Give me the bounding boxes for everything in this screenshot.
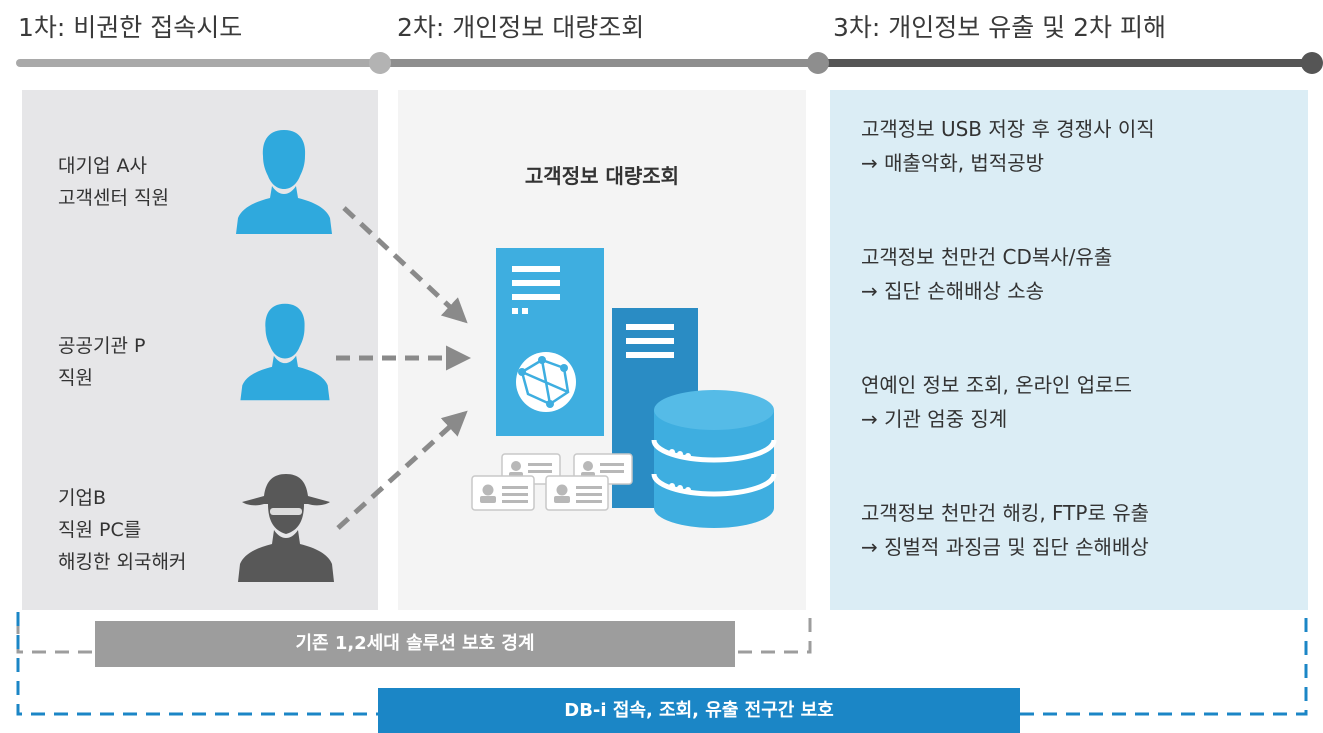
phase-1-label: 1차: 비권한 접속시도 (18, 13, 243, 42)
outcome-result: → 매출악화, 법적공방 (861, 151, 1045, 175)
database-icon (651, 390, 777, 528)
legacy-protection-bar: 기존 1,2세대 솔루션 보호 경계 (95, 621, 735, 667)
dbi-boundary-right (1020, 610, 1308, 716)
phase-3-label: 3차: 개인정보 유출 및 2차 피해 (833, 13, 1166, 42)
outcome-result: → 집단 손해배상 소송 (861, 279, 1045, 303)
dbi-protection-bar: DB-i 접속, 조회, 유출 전구간 보호 (378, 688, 1020, 733)
outcome-title: 연예인 정보 조회, 온라인 업로드 (861, 373, 1132, 397)
id-card-icon (501, 453, 561, 485)
legacy-boundary-left (16, 620, 95, 654)
globe-icon (516, 352, 576, 412)
hacker-icon (238, 474, 334, 582)
timeline-node-2 (807, 52, 829, 74)
legacy-boundary-right (738, 618, 812, 654)
phase-1-panel (22, 90, 378, 610)
phase-3-panel (830, 90, 1308, 610)
protection-boundaries (16, 610, 1308, 716)
outcome-title: 고객정보 USB 저장 후 경쟁사 이직 (861, 117, 1155, 141)
outcome-2: 고객정보 천만건 CD복사/유출 → 집단 손해배상 소송 (861, 240, 1112, 308)
timeline-node-3 (1301, 52, 1323, 74)
outcome-1: 고객정보 USB 저장 후 경쟁사 이직 → 매출악화, 법적공방 (861, 112, 1155, 180)
outcome-result: → 기관 엄중 징계 (861, 407, 1008, 431)
arrow-actor-1 (342, 206, 468, 324)
phase-2-label: 2차: 개인정보 대량조회 (397, 13, 645, 42)
user-icon (240, 303, 330, 401)
outcome-title: 고객정보 천만건 해킹, FTP로 유출 (861, 501, 1150, 525)
outcome-4: 고객정보 천만건 해킹, FTP로 유출 → 징벌적 과징금 및 집단 손해배상 (861, 496, 1149, 564)
arrow-actor-3 (336, 410, 468, 530)
access-arrows (336, 206, 471, 530)
dbi-boundary-left (16, 612, 378, 716)
user-icon (236, 130, 332, 234)
timeline-node-1 (369, 52, 391, 74)
outcome-title: 고객정보 천만건 CD복사/유출 (861, 245, 1113, 269)
id-card-icon (471, 475, 535, 511)
server-illustration (471, 248, 777, 528)
id-card-icon (545, 475, 609, 511)
center-title: 고객정보 대량조회 (524, 164, 680, 188)
timeline (16, 52, 1323, 74)
outcome-result: → 징벌적 과징금 및 집단 손해배상 (861, 535, 1149, 559)
outcome-3: 연예인 정보 조회, 온라인 업로드 → 기관 엄중 징계 (861, 368, 1132, 436)
